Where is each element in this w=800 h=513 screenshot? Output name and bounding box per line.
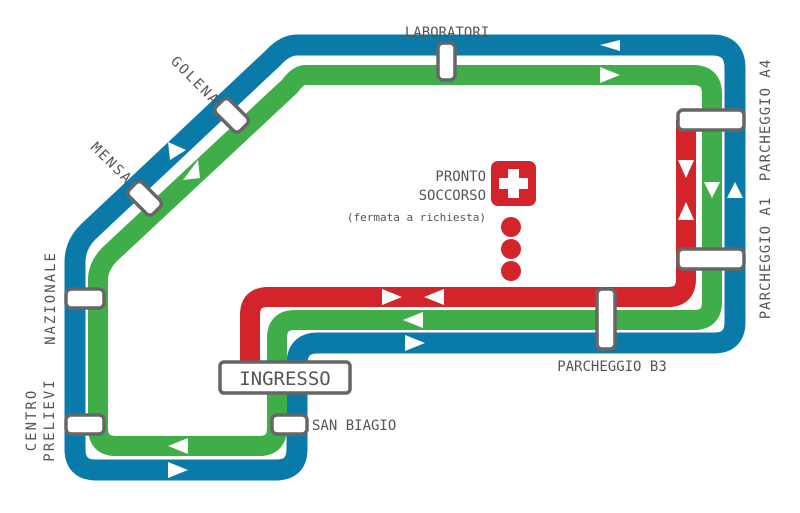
label-mensa: MENSA: [87, 140, 135, 188]
arrow-right-icon: [600, 67, 620, 83]
connector-dot: [501, 217, 521, 237]
pronto-soccorso-note: (fermata a richiesta): [347, 211, 486, 224]
arrow-up-icon: [678, 202, 694, 220]
green-line: [88, 65, 722, 456]
label-golena: GOLENA: [167, 54, 223, 110]
station-laboratori[interactable]: [436, 41, 457, 82]
station-centro-prelievi[interactable]: [64, 413, 106, 436]
arrow-down-icon: [168, 142, 186, 160]
pronto-soccorso-line1: PRONTO: [435, 169, 486, 185]
arrow-right-icon: [168, 462, 188, 478]
label-prelievi: PRELIEVI: [42, 378, 58, 461]
station-ingresso[interactable]: [218, 360, 352, 395]
arrow-left-icon: [168, 438, 188, 454]
arrow-left-icon: [600, 40, 620, 51]
label-san-biagio: SAN BIAGIO: [312, 418, 396, 434]
label-centro: CENTRO: [24, 389, 40, 452]
pronto-soccorso[interactable]: PRONTO SOCCORSO (fermata a richiesta): [347, 161, 536, 281]
connector-dot: [501, 261, 521, 281]
arrow-down-icon: [704, 182, 720, 198]
medical-cross-icon: [491, 161, 536, 206]
arrow-down-icon: [678, 160, 694, 178]
arrow-left-icon: [424, 289, 444, 305]
station-san-biagio[interactable]: [270, 413, 309, 436]
label-parcheggio-a4: PARCHEGGIO A4: [758, 59, 774, 182]
station-ingresso-label: INGRESSO: [239, 368, 331, 390]
arrow-right-icon: [382, 289, 402, 305]
direction-arrows: [168, 40, 743, 478]
arrow-up-icon: [727, 182, 743, 198]
station-parcheggio-a4[interactable]: [676, 108, 746, 132]
label-parcheggio-b3: PARCHEGGIO B3: [557, 359, 667, 375]
station-golena[interactable]: [213, 96, 251, 134]
arrow-left-icon: [403, 312, 423, 328]
station-nazionale[interactable]: [64, 287, 106, 310]
station-parcheggio-b3[interactable]: [595, 287, 617, 351]
connector-dot: [501, 239, 521, 259]
arrow-right-icon: [405, 335, 425, 351]
arrow-up-icon: [183, 160, 200, 180]
station-parcheggio-a1[interactable]: [676, 247, 746, 271]
label-parcheggio-a1: PARCHEGGIO A1: [758, 197, 774, 320]
label-laboratori: LABORATORI: [405, 25, 489, 41]
red-line: [240, 120, 696, 365]
pronto-soccorso-line2: SOCCORSO: [419, 188, 486, 204]
station-mensa[interactable]: [126, 179, 164, 217]
label-nazionale: NAZIONALE: [43, 251, 59, 345]
blue-line: [64, 34, 746, 481]
